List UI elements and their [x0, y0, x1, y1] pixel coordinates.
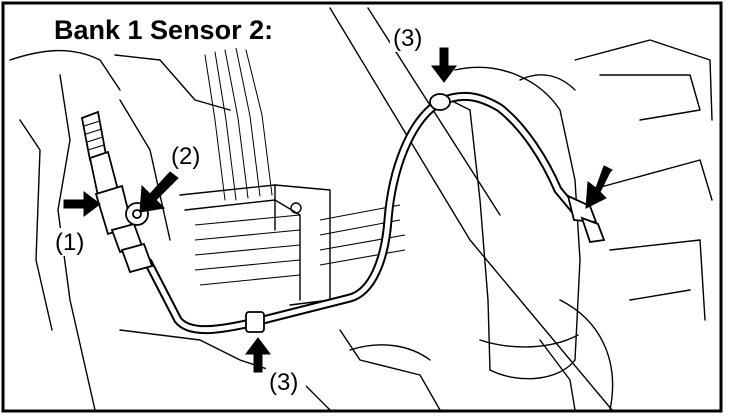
sensor-harness — [143, 91, 583, 335]
title-backdrop — [48, 12, 320, 48]
callout-2-backdrop — [168, 142, 208, 170]
harness-clip-top — [429, 93, 451, 111]
callout-clip-bottom-label: (3) — [269, 369, 298, 396]
callout-connector-label: (2) — [171, 143, 200, 170]
diagram-title: Bank 1 Sensor 2: — [54, 15, 273, 45]
callout-clip-top-label: (3) — [393, 25, 422, 52]
callout-3-bottom-backdrop — [266, 368, 306, 396]
engine-bay-sketch — [9, 7, 713, 411]
callout-sensor-label: (1) — [55, 229, 84, 256]
arrow-sensor — [63, 191, 101, 217]
oxygen-sensor — [80, 110, 154, 274]
callout-1-backdrop — [52, 228, 92, 256]
harness-clip-bottom — [245, 311, 265, 333]
harness-end-connector — [566, 194, 606, 243]
arrow-clip-bottom — [245, 337, 271, 373]
arrow-harness-end — [585, 165, 613, 209]
callout-3-top-backdrop — [390, 24, 430, 52]
arrow-connector — [139, 171, 179, 213]
pointer-arrows — [63, 47, 613, 373]
arrow-clip-top — [431, 47, 457, 83]
